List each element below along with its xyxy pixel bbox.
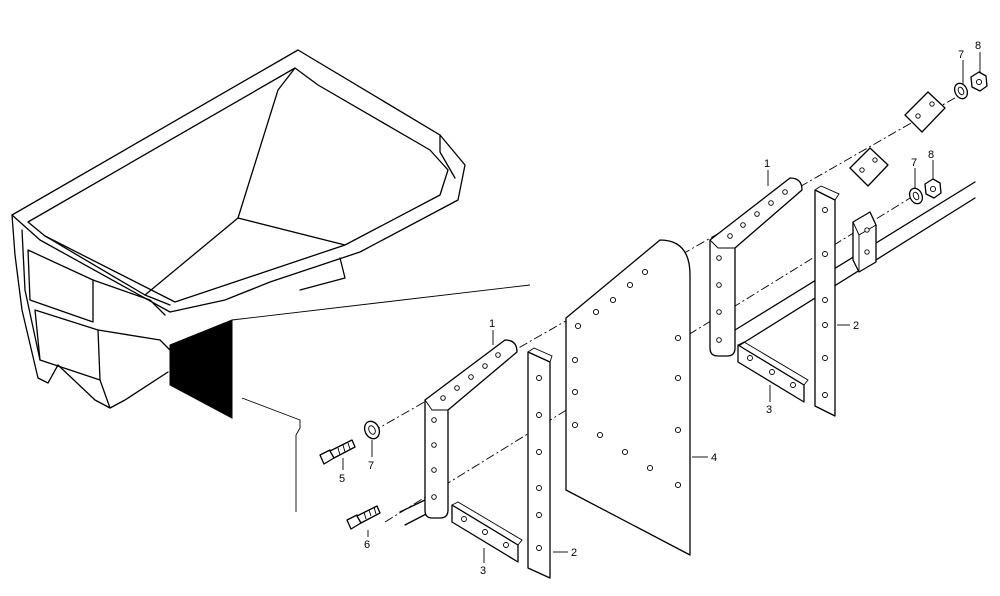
spacer-3-left [451,501,523,563]
mounting-plate-4 [565,239,691,556]
leader-lines [342,52,981,563]
callout-2-left: 2 [571,547,577,559]
clamp-block-right [852,211,877,273]
clamp-plate-top [904,91,946,133]
callout-7-top: 7 [958,49,964,61]
callout-7-left: 7 [368,460,374,472]
callout-5: 5 [339,473,345,485]
callout-1-left: 1 [489,318,495,330]
callout-8-middle: 8 [928,149,934,161]
nut-8-top [970,71,988,92]
spacer-3-right [737,341,809,403]
callout-labels: 1 1 2 2 3 3 4 5 6 7 7 7 8 8 [339,40,981,577]
washer-7-middle [908,187,924,205]
callout-3-right: 3 [766,404,772,416]
callout-8-top: 8 [975,40,981,52]
washer-7-left [363,420,381,440]
nut-8-middle [924,178,942,199]
callout-7-middle: 7 [911,157,917,169]
callout-3-left: 3 [480,565,486,577]
clamp-plate-middle [849,147,889,187]
callout-1-right: 1 [764,158,770,170]
strip-plate-2-right [814,185,840,417]
hopper-overview [11,49,531,512]
bracket-1-left [424,339,518,519]
strip-plate-2-left [527,347,553,579]
washer-7-top [953,82,969,100]
bracket-1-right [709,177,803,357]
callout-6: 6 [364,539,370,551]
bolt-5 [319,439,356,465]
callout-4: 4 [711,452,717,464]
bolt-6 [346,505,381,530]
callout-2-right: 2 [853,320,859,332]
